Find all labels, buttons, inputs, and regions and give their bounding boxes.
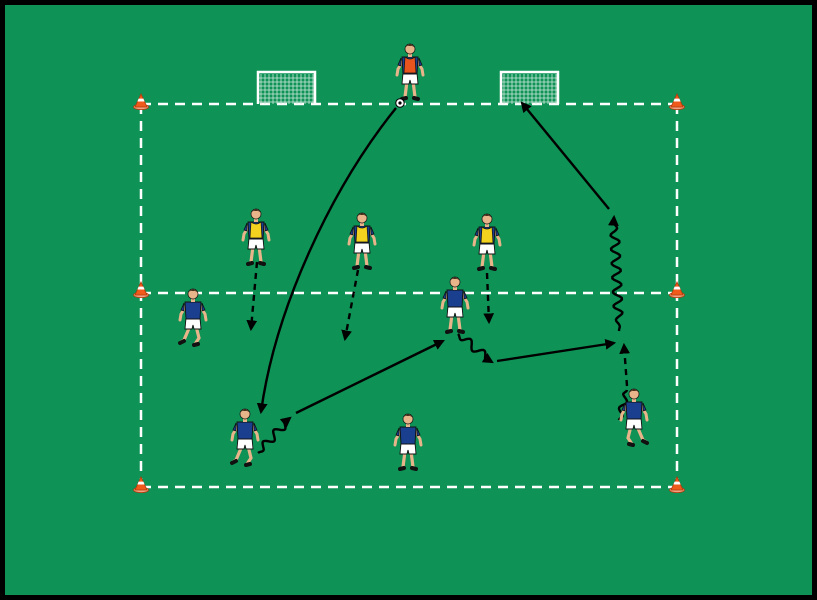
cone-icon [133, 93, 149, 110]
player-blue [178, 288, 208, 347]
dribble-arrow-icon [607, 214, 624, 332]
player-blue [619, 388, 649, 447]
player-orange-bib [395, 43, 425, 101]
cone-icon [669, 281, 685, 298]
goal-icon [256, 70, 317, 104]
dribble-arrow-icon [257, 416, 292, 454]
cone-icon [669, 476, 685, 493]
player-blue [393, 413, 423, 471]
player-blue [440, 276, 470, 334]
player-yellow-bib [472, 213, 502, 271]
dribble-arrow-icon [457, 333, 494, 364]
run-arrow-icon [246, 261, 259, 332]
run-arrow-icon [483, 272, 495, 325]
cone-icon [133, 281, 149, 298]
run-arrow-icon [341, 269, 360, 342]
player-yellow-bib [347, 212, 377, 270]
ball-icon [395, 98, 405, 108]
cone-icon [669, 93, 685, 110]
pass-arrow-icon [256, 107, 397, 415]
player-yellow-bib [241, 208, 271, 266]
grass-field [5, 5, 812, 595]
pass-arrow-icon [520, 101, 610, 210]
pass-arrow-icon [295, 339, 445, 415]
pass-arrow-icon [496, 338, 617, 363]
cone-icon [133, 476, 149, 493]
goal-icon [499, 70, 560, 104]
run-arrow-icon [619, 342, 631, 387]
player-blue [230, 408, 260, 467]
